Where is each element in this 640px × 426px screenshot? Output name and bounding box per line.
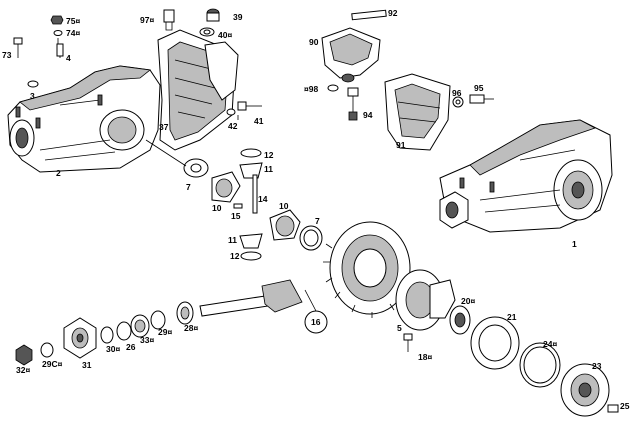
label-3: 3 xyxy=(30,91,35,101)
label-20: 20¤ xyxy=(461,296,475,306)
label-15: 15 xyxy=(231,211,241,221)
housing-left xyxy=(7,65,161,173)
label-4: 4 xyxy=(66,53,71,63)
side-bearing xyxy=(449,305,471,335)
label-92: 92 xyxy=(388,8,398,18)
label-10a: 10 xyxy=(212,203,222,213)
label-7a: 7 xyxy=(186,182,191,192)
label-25: 25 xyxy=(620,401,630,411)
flange-nut-washer xyxy=(15,342,54,366)
mount-90 xyxy=(321,9,387,83)
label-11b: 11 xyxy=(228,235,237,245)
mount-91 xyxy=(384,73,451,151)
label-29c: 29C¤ xyxy=(42,359,63,369)
label-73: 73 xyxy=(2,50,12,60)
label-37: 37 xyxy=(159,122,169,132)
label-41: 41 xyxy=(254,116,264,126)
rear-cover xyxy=(157,29,239,151)
label-12a: 12 xyxy=(264,150,274,160)
label-74: 74¤ xyxy=(66,28,80,38)
side-cover xyxy=(470,316,520,370)
label-10b: 10 xyxy=(279,201,289,211)
label-95: 95 xyxy=(474,83,484,93)
pinion-bearing-stack xyxy=(100,301,194,344)
label-16: 16 xyxy=(311,317,321,327)
label-42: 42 xyxy=(228,121,238,131)
label-96: 96 xyxy=(452,88,462,98)
diff-carrier xyxy=(395,269,456,331)
label-40: 40¤ xyxy=(218,30,232,40)
label-91: 91 xyxy=(396,140,406,150)
ring-gear xyxy=(323,221,411,318)
label-24: 24¤ xyxy=(543,339,557,349)
label-1: 1 xyxy=(572,239,577,249)
label-97: 97¤ xyxy=(140,15,154,25)
label-98: ¤98 xyxy=(304,84,318,94)
label-26: 26 xyxy=(126,342,136,352)
label-5: 5 xyxy=(397,323,402,333)
housing-right-assembled xyxy=(439,119,613,233)
label-11a: 11 xyxy=(264,164,273,174)
label-90: 90 xyxy=(309,37,319,47)
diff-gears-upper xyxy=(183,148,263,214)
bolt-41 xyxy=(226,101,262,116)
screw-18 xyxy=(403,333,413,352)
diff-gears-lower xyxy=(239,209,323,261)
label-29: 29¤ xyxy=(158,327,172,337)
label-33: 33¤ xyxy=(140,335,154,345)
label-2: 2 xyxy=(56,168,61,178)
label-21: 21 xyxy=(507,312,517,322)
mount-hardware xyxy=(327,84,494,121)
drive-flange xyxy=(63,317,97,359)
label-7b: 7 xyxy=(315,216,320,226)
label-32: 32¤ xyxy=(16,365,30,375)
pinion-shaft xyxy=(199,279,328,334)
fasteners-top-center xyxy=(163,8,220,37)
output-flange xyxy=(560,363,619,417)
label-39: 39 xyxy=(233,12,243,22)
label-31: 31 xyxy=(82,360,92,370)
leader-lines xyxy=(57,38,317,312)
label-18: 18¤ xyxy=(418,352,432,362)
label-75: 75¤ xyxy=(66,16,80,26)
part-labels: 1 2 3 4 5 7 7 10 10 11 11 12 12 14 15 16… xyxy=(2,8,630,411)
label-23: 23 xyxy=(592,361,602,371)
label-12b: 12 xyxy=(230,251,240,261)
label-28: 28¤ xyxy=(184,323,198,333)
label-94: 94 xyxy=(363,110,373,120)
label-30: 30¤ xyxy=(106,344,120,354)
seal-ring xyxy=(519,342,561,388)
label-14: 14 xyxy=(258,194,268,204)
fasteners-top-left xyxy=(13,15,64,88)
